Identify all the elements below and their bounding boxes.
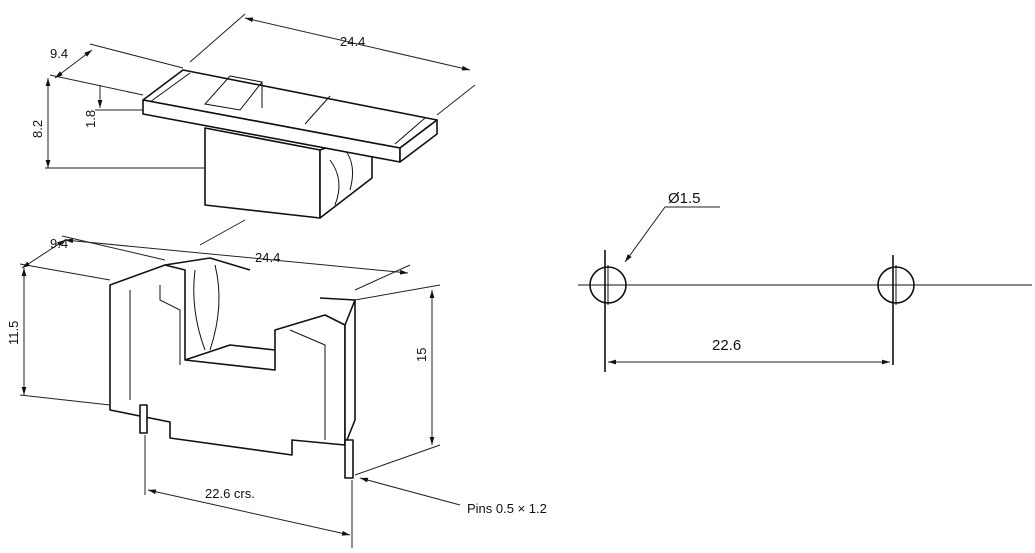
cover-dimensions bbox=[45, 13, 476, 169]
base-body-height-label: 11.5 bbox=[6, 321, 21, 345]
base-pitch-label: 22.6 crs. bbox=[205, 486, 255, 501]
cover-length-label: 24.4 bbox=[340, 34, 365, 49]
pins-label: Pins 0.5 × 1.2 bbox=[467, 501, 547, 516]
base-total-height-label: 15 bbox=[414, 348, 429, 362]
fuse-cover bbox=[142, 69, 438, 219]
cover-height-label: 8.2 bbox=[30, 120, 45, 138]
pcb-footprint bbox=[578, 206, 1032, 372]
base-width-label: 9.4 bbox=[50, 236, 68, 251]
hole-diameter-label: Ø1.5 bbox=[668, 190, 701, 207]
base-dimensions bbox=[19, 219, 461, 548]
cover-width-label: 9.4 bbox=[50, 46, 68, 61]
cover-lip-label: 1.8 bbox=[83, 110, 98, 128]
footprint-pitch-label: 22.6 bbox=[712, 337, 741, 354]
base-length-label: 24.4 bbox=[255, 250, 280, 265]
fuse-base bbox=[109, 257, 356, 479]
